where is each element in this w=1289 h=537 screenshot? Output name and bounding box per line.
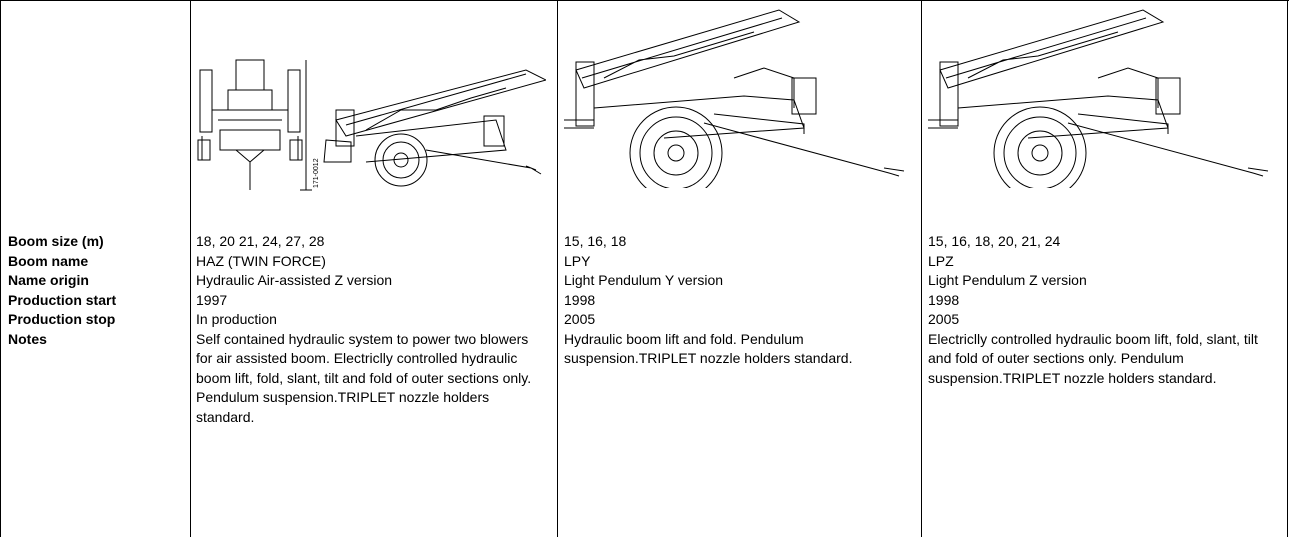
column-lpz: 15, 16, 18, 20, 21, 24 LPZ Light Pendulu… [928,232,1280,388]
notes-value: Electriclly controlled hydraulic boom li… [928,330,1258,386]
label-name-origin: Name origin [8,272,89,288]
column-lpy: 15, 16, 18 LPY Light Pendulum Y version … [564,232,916,369]
label-boom-name: Boom name [8,252,89,269]
column-divider [921,0,922,537]
boom-name-value: HAZ (TWIN FORCE) [196,252,326,269]
boom-name-value: LPY [564,252,591,269]
notes-value: Hydraulic boom lift and fold. Pendulum s… [564,330,853,367]
sprayer-image-lpz [928,8,1280,188]
label-production-start: Production start [8,291,117,308]
production-stop-value: In production [196,311,277,327]
side-view-drawing [323,69,546,187]
name-origin-value: Light Pendulum Z version [928,272,1087,288]
sprayer-image-haz: 171-0012 [196,50,546,195]
sprayer-image-lpy [564,8,916,188]
table-border-top [0,0,1289,1]
label-boom-size: Boom size (m) [8,233,104,249]
production-start-value: 1997 [196,291,228,308]
row-labels: Boom size (m) Boom name Name origin Prod… [8,232,188,349]
boom-size-value: 15, 16, 18, 20, 21, 24 [928,233,1061,249]
production-start-value: 1998 [928,291,960,308]
production-start-value: 1998 [564,291,596,308]
label-notes: Notes [8,330,47,347]
label-production-stop: Production stop [8,311,116,327]
column-divider [557,0,558,537]
table-border-right [1287,0,1288,537]
notes-value: Self contained hydraulic system to power… [196,330,532,425]
boom-size-value: 18, 20 21, 24, 27, 28 [196,233,325,249]
column-divider [190,0,191,537]
name-origin-value: Light Pendulum Y version [564,272,724,288]
drawing-code: 171-0012 [313,158,320,188]
boom-name-value: LPZ [928,252,954,269]
production-stop-value: 2005 [928,311,960,327]
column-haz: 18, 20 21, 24, 27, 28 HAZ (TWIN FORCE) H… [196,232,548,427]
boom-size-value: 15, 16, 18 [564,233,627,249]
production-stop-value: 2005 [564,311,596,327]
table-border-left [0,0,1,537]
front-view-drawing [197,59,312,191]
name-origin-value: Hydraulic Air-assisted Z version [196,272,393,288]
